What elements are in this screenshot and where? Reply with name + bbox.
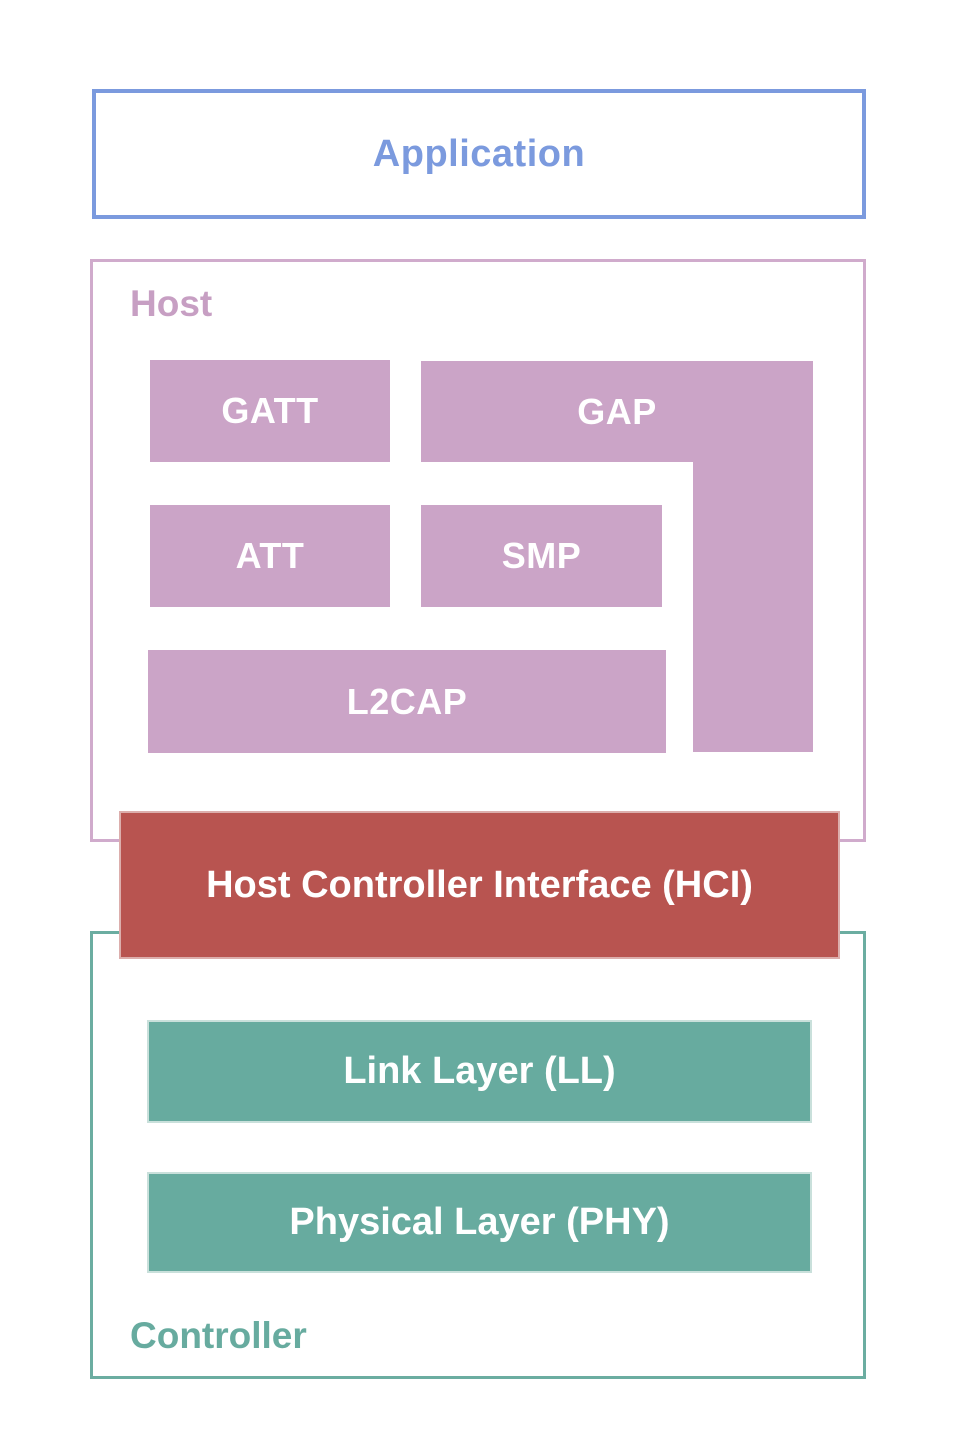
host-label: Host [130,283,213,324]
gap-block: GAP [421,361,813,462]
l2cap-block: L2CAP [148,650,666,753]
application-label: Application [372,132,586,175]
gatt-block: GATT [150,360,390,462]
smp-block: SMP [421,505,662,607]
att-block: ATT [150,505,390,607]
link-layer-block: Link Layer (LL) [147,1020,812,1123]
controller-box [90,931,866,1379]
physical-layer-block: Physical Layer (PHY) [147,1172,812,1273]
gap-block-arm [693,462,813,752]
application-box: Application [92,89,866,219]
hci-bar: Host Controller Interface (HCI) [119,811,840,959]
controller-label: Controller [130,1315,307,1356]
